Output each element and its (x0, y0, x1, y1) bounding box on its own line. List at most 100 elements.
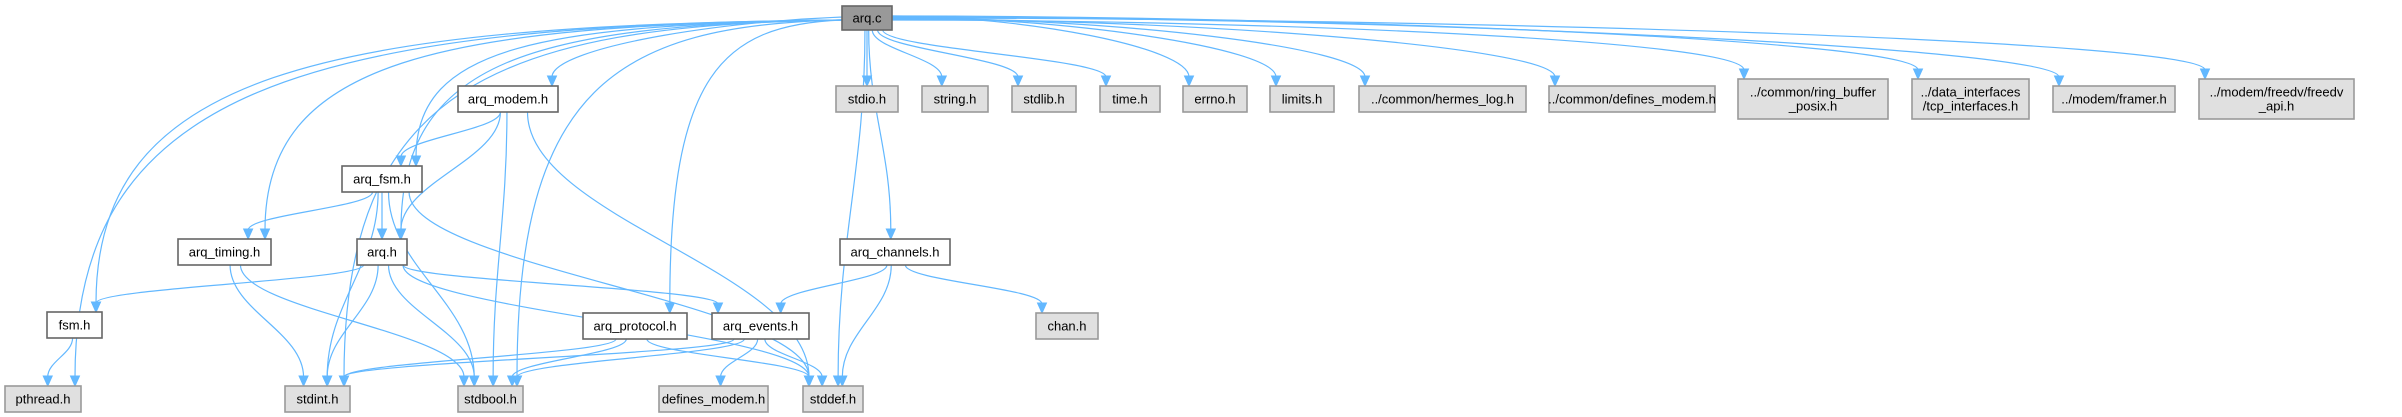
arrowhead-icon (468, 375, 480, 388)
node-arq-events-h[interactable]: arq_events.h (711, 312, 810, 340)
node-label: _api.h (2258, 99, 2294, 114)
node-arq-modem-h[interactable]: arq_modem.h (457, 85, 559, 113)
node-fsm-h[interactable]: fsm.h (46, 311, 103, 339)
edge-line (229, 264, 305, 378)
node-label: ../common/hermes_log.h (1371, 92, 1514, 107)
node-stdlib-h: stdlib.h (1011, 85, 1077, 113)
edge-arq-protocol-h-to-stdbool-h (506, 338, 627, 388)
edge-arq-c-to-stddef-h (832, 29, 866, 388)
arrowhead-icon (410, 155, 422, 168)
arrowhead-icon (1912, 68, 1924, 81)
edge-line (882, 29, 1107, 78)
edge-line (74, 19, 843, 378)
node-label: ../modem/framer.h (2061, 92, 2166, 107)
edge-arq-fsm-h-to-arq-h (376, 192, 388, 241)
arrowhead-icon (816, 375, 828, 388)
edge-arq-events-h-to-stddef-h (764, 338, 828, 388)
edge-line (516, 19, 843, 378)
edge-line (387, 264, 475, 378)
edge-line (764, 338, 823, 378)
node-label: stdint.h (297, 392, 339, 407)
edge-arq-c-to-arq-protocol-h (664, 19, 843, 315)
edge-arq-modem-h-to-stdbool-h (487, 111, 508, 388)
edge-line (247, 191, 374, 231)
edge-arq-c-to-arq-channels-h (868, 29, 897, 241)
node-arq-c[interactable]: arq.c (841, 5, 893, 31)
edge-arq-events-h-to-defines-modem-h (715, 338, 759, 388)
node-label: string.h (934, 92, 977, 107)
node-freedv-api-h: ../modem/freedv/freedv_api.h (2198, 78, 2355, 120)
edge-line (841, 264, 892, 378)
node-stdio-h: stdio.h (835, 85, 899, 113)
edge-line (415, 19, 843, 158)
arrowhead-icon (885, 228, 897, 241)
node-label: arq_events.h (723, 319, 798, 334)
arrowhead-icon (1270, 75, 1282, 88)
node-box (921, 85, 989, 113)
node-box (4, 385, 82, 413)
node-arq-h[interactable]: arq.h (356, 238, 408, 266)
edge-arq-c-to-pthread-h (69, 19, 843, 388)
node-box (46, 311, 103, 339)
edge-line (492, 111, 508, 378)
node-label: fsm.h (59, 318, 91, 333)
edge-arq-c-to-arq-fsm-h (410, 19, 843, 168)
arrowhead-icon (712, 302, 724, 315)
edge-arq-events-h-to-stdint-h (338, 338, 735, 388)
edge-arq-c-to-arq-h (395, 19, 843, 241)
node-label: arq_fsm.h (353, 172, 411, 187)
edge-arq-fsm-h-to-arq-timing-h (242, 191, 374, 241)
node-label: arq_channels.h (851, 245, 940, 260)
node-ring-buffer-posix-h: ../common/ring_buffer_posix.h (1737, 78, 1889, 120)
edge-line (47, 337, 74, 378)
node-box (1737, 78, 1889, 120)
edge-arq-c-to-time-h (882, 29, 1112, 88)
arrowhead-icon (511, 375, 523, 388)
node-box (802, 385, 864, 413)
edge-line (343, 338, 617, 378)
node-box (835, 85, 899, 113)
arrowhead-icon (546, 75, 558, 88)
node-label: arq_timing.h (189, 245, 261, 260)
node-box (658, 385, 769, 413)
arrowhead-icon (803, 375, 815, 388)
node-chan-h: chan.h (1035, 312, 1099, 340)
arrowhead-icon (2053, 75, 2065, 88)
node-time-h: time.h (1099, 85, 1161, 113)
arrowhead-icon (664, 302, 676, 315)
node-label: arq_protocol.h (593, 319, 676, 334)
arrowhead-icon (42, 375, 53, 388)
node-arq-fsm-h[interactable]: arq_fsm.h (341, 165, 423, 193)
arrowhead-icon (2199, 68, 2211, 81)
edge-line (891, 17, 2206, 71)
node-arq-protocol-h[interactable]: arq_protocol.h (582, 312, 688, 340)
node-box (2052, 85, 2176, 113)
arrowhead-icon (395, 155, 407, 168)
nodes-layer: arq.c arq_modem.h stdio.h string.h stdlib.h t… (4, 5, 2355, 413)
node-label: ../data_interfaces (1921, 85, 2021, 100)
node-box (1358, 85, 1527, 113)
edge-line (871, 29, 943, 78)
node-box (341, 165, 423, 193)
arrowhead-icon (1012, 75, 1024, 88)
arrowhead-icon (861, 75, 873, 88)
edge-arq-h-to-arq-events-h (402, 264, 724, 315)
node-label: stdio.h (848, 92, 886, 107)
edge-arq-h-to-fsm-h (90, 264, 365, 314)
node-box (2198, 78, 2355, 120)
node-box (177, 238, 272, 266)
arrowhead-icon (1359, 75, 1371, 88)
arrowhead-icon (1549, 75, 1561, 88)
edge-line (511, 338, 627, 378)
node-arq-timing-h[interactable]: arq_timing.h (177, 238, 272, 266)
edge-line (719, 338, 759, 378)
edge-arq-events-h-to-stdbool-h (511, 338, 745, 388)
node-limits-h: limits.h (1269, 85, 1335, 113)
arrowhead-icon (837, 375, 848, 388)
node-box (356, 238, 408, 266)
node-arq-channels-h[interactable]: arq_channels.h (839, 238, 951, 266)
arrowhead-icon (298, 375, 309, 388)
arrowhead-icon (715, 375, 726, 388)
node-label: chan.h (1047, 319, 1086, 334)
